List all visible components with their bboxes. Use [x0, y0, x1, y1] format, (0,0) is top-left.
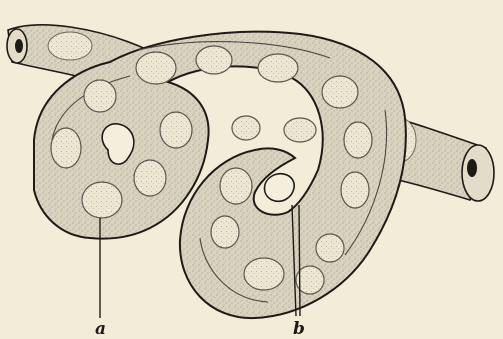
cell	[258, 54, 298, 82]
cell	[322, 76, 358, 108]
leader-line-b-2	[299, 205, 300, 316]
cell	[316, 234, 344, 262]
cell	[341, 172, 369, 208]
cell	[134, 160, 166, 196]
cell	[51, 128, 81, 168]
cell	[232, 116, 260, 140]
cell	[211, 216, 239, 248]
cell	[160, 112, 192, 148]
cell	[196, 46, 232, 74]
cell	[284, 118, 316, 142]
label-b: b	[293, 319, 305, 339]
cell	[136, 52, 176, 84]
cell	[82, 182, 122, 218]
cell	[220, 168, 252, 204]
label-a: a	[95, 319, 106, 339]
cell	[84, 80, 116, 112]
cell	[244, 258, 284, 290]
cell	[344, 122, 372, 158]
